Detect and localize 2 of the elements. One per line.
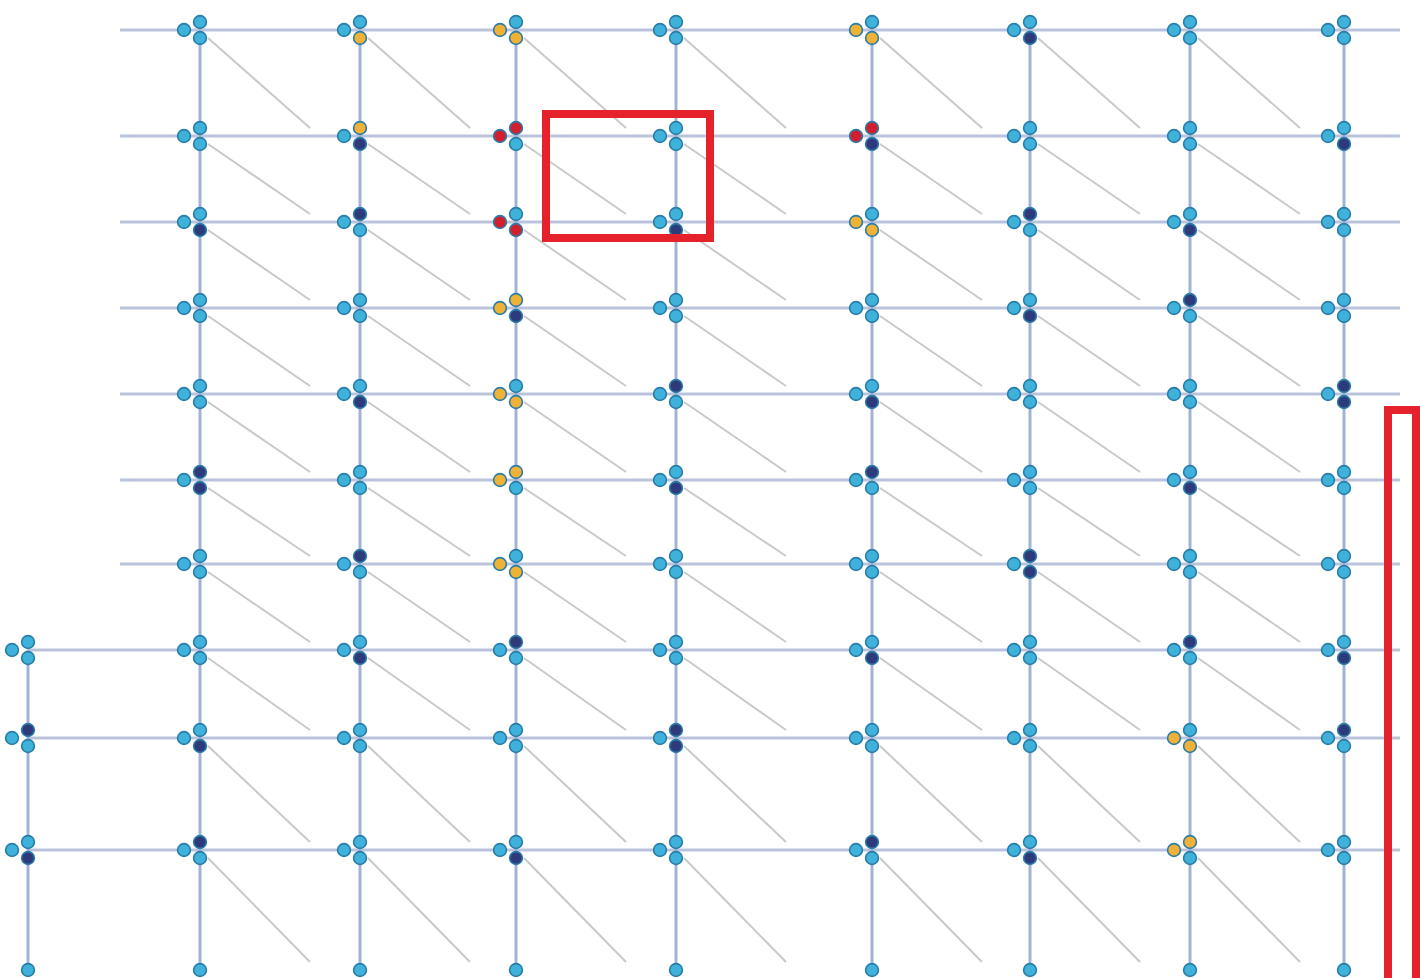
highlight-box bbox=[1384, 406, 1420, 978]
highlight-box bbox=[542, 110, 714, 242]
